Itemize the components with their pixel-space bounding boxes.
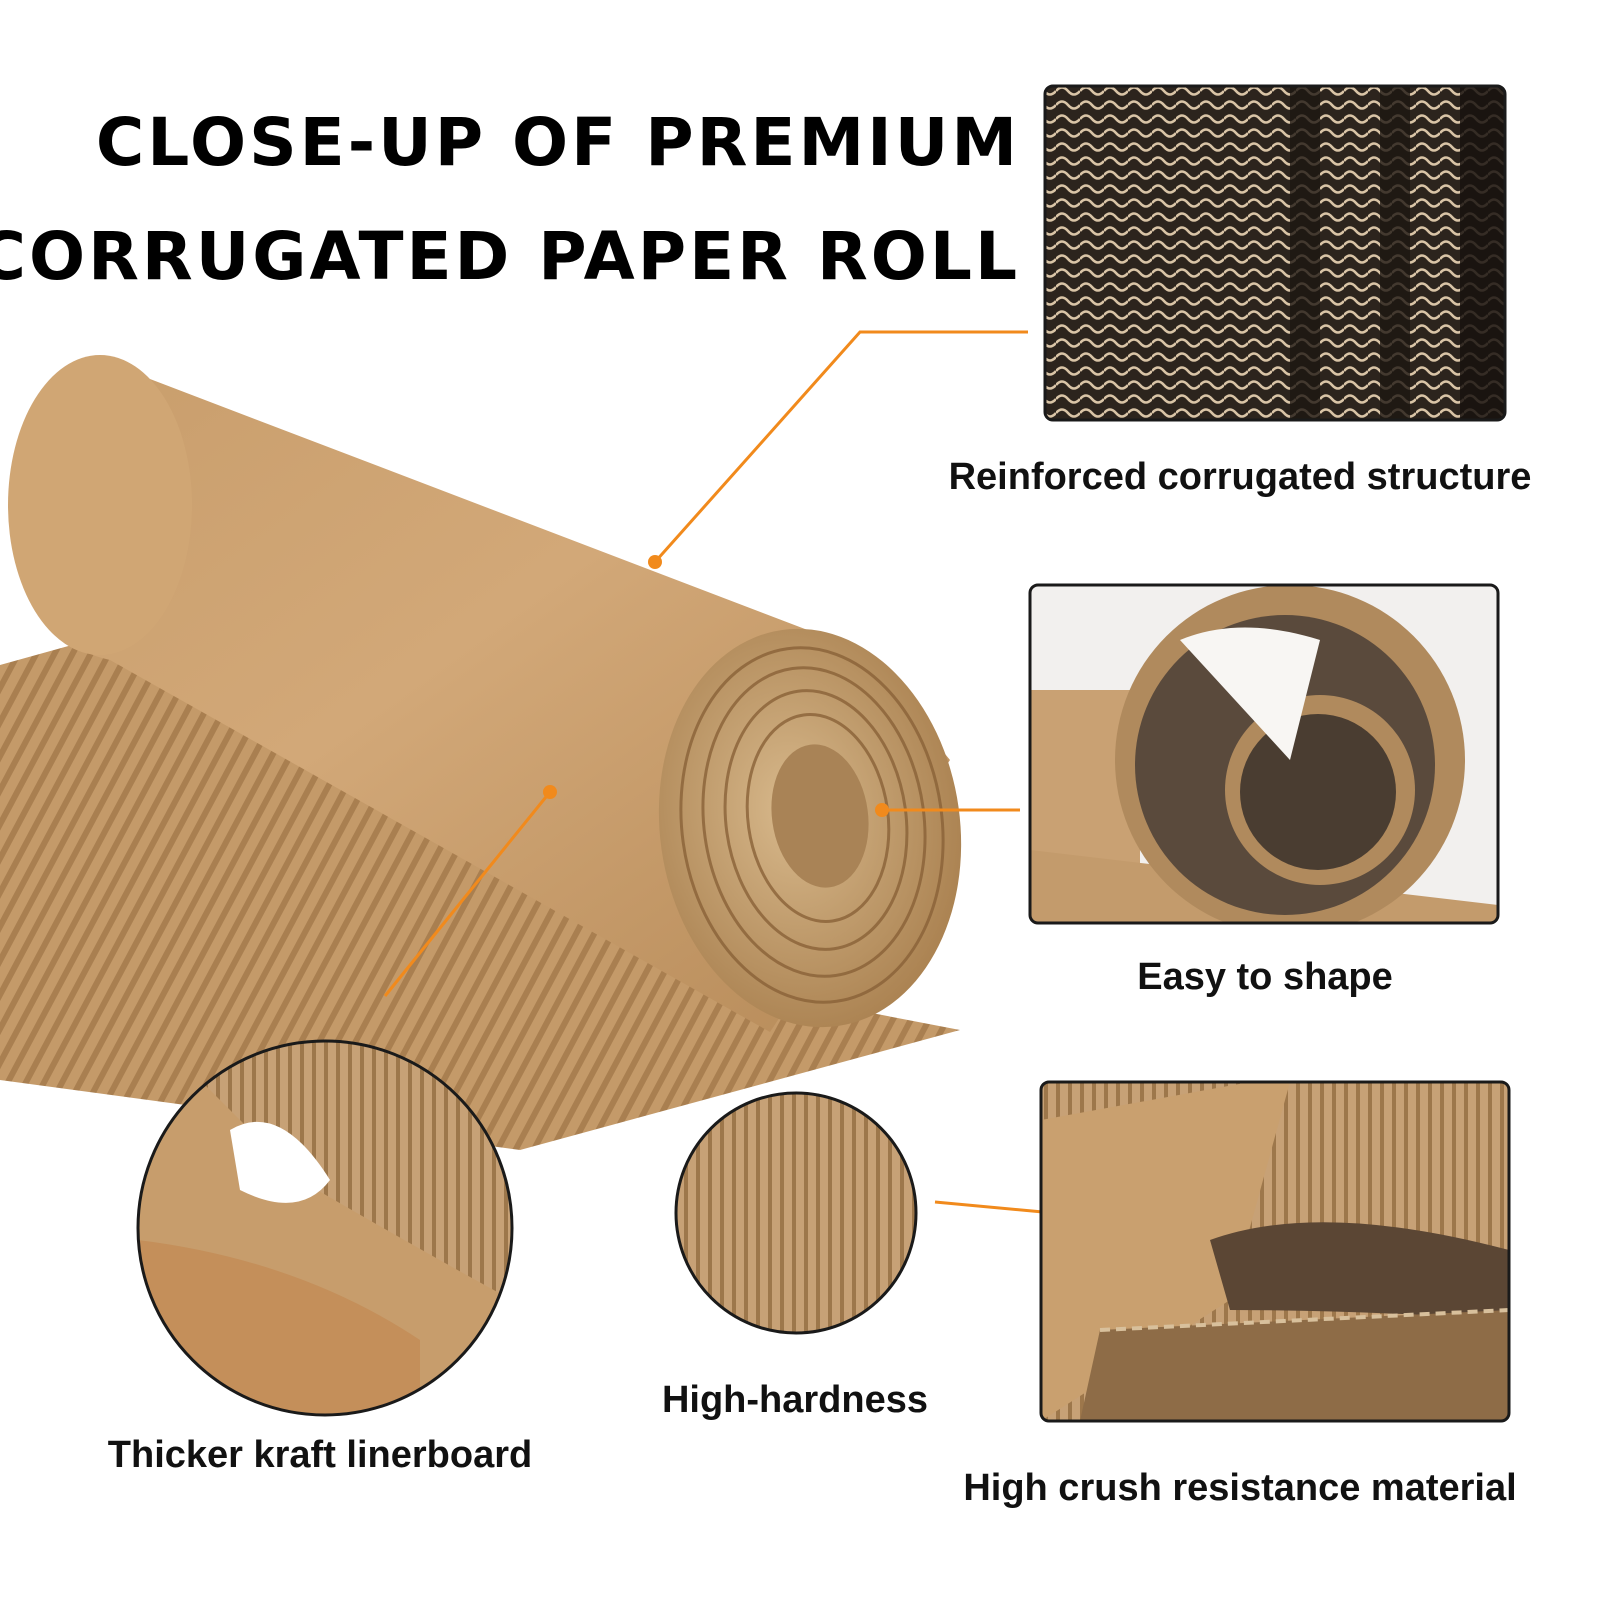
structure-detail-image [1043, 84, 1507, 422]
feature-structure-caption: Reinforced corrugated structure [948, 456, 1532, 498]
feature-hardness-caption: High-hardness [661, 1379, 929, 1421]
unrolled-sheet [0, 640, 960, 1150]
linerboard-detail-image [136, 1039, 514, 1417]
title-line-1: CLOSE-UP OF PREMIUM [95, 104, 1020, 181]
title-line-2: CORRUGATED PAPER ROLL [0, 218, 1020, 295]
crush-detail-image [1039, 1080, 1511, 1423]
hardness-detail-image [674, 1091, 918, 1335]
feature-shape-caption: Easy to shape [1137, 956, 1393, 998]
shape-detail-image [1028, 583, 1500, 925]
feature-crush-caption: High crush resistance material [963, 1467, 1517, 1509]
feature-linerboard-caption: Thicker kraft linerboard [107, 1434, 533, 1476]
paper-roll [8, 355, 962, 1032]
